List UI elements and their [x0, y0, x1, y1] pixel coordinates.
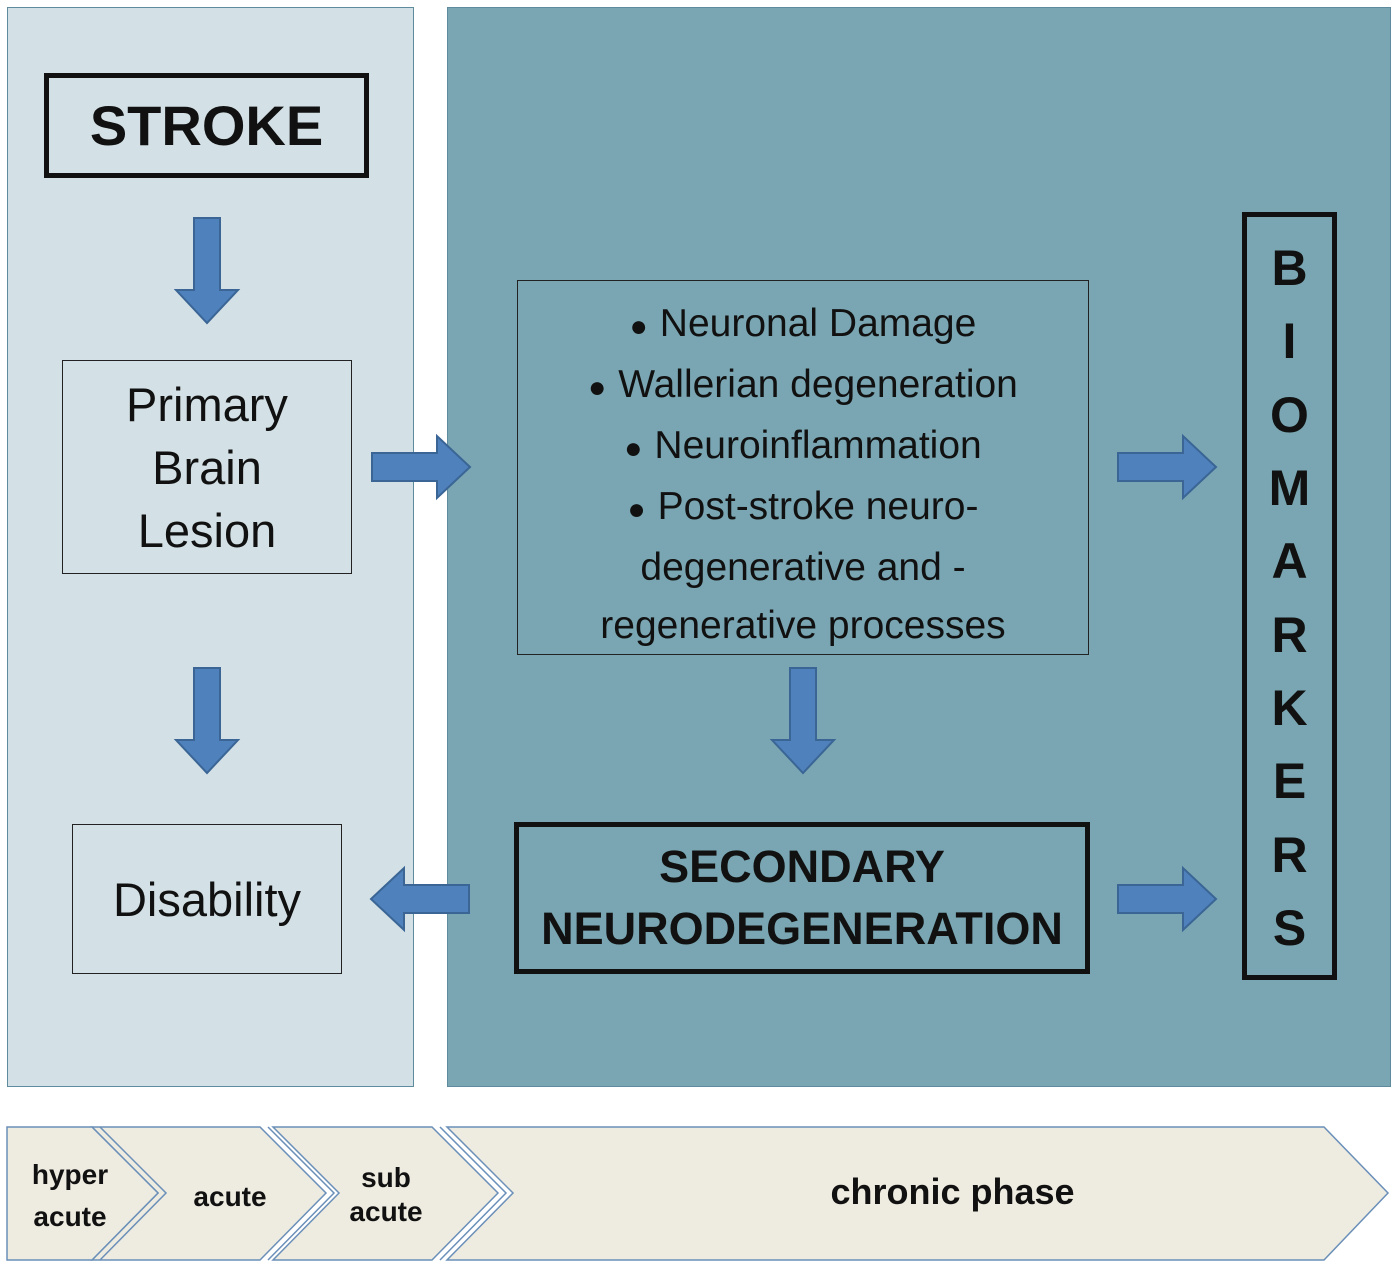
secondary-line: NEURODEGENERATION [541, 903, 1063, 954]
disability-label: Disability [112, 872, 302, 926]
arrow-secondary-to-disability [369, 865, 470, 933]
biomarkers-letter: R [1271, 606, 1308, 663]
arrow-lesion-to-processes [371, 433, 472, 501]
primary-brain-lesion-box: Primary Brain Lesion [62, 360, 352, 574]
biomarkers-letter: I [1282, 313, 1297, 370]
phase-label-acute: acute [193, 1181, 267, 1212]
arrow-lesion-to-disability [173, 667, 241, 775]
biomarkers-letter: A [1271, 533, 1308, 590]
arrow-processes-to-secondary [769, 667, 837, 775]
biomarkers-letter: K [1271, 679, 1308, 736]
process-item: ●Post-stroke neuro- [627, 485, 979, 528]
process-item: ●Neuroinflammation [624, 424, 982, 467]
arrow-processes-to-biomarkers [1117, 433, 1218, 501]
biomarkers-letter: B [1271, 240, 1308, 296]
biomarkers-letter: E [1272, 753, 1307, 810]
arrow-secondary-to-biomarkers [1117, 865, 1218, 933]
disability-box: Disability [72, 824, 342, 974]
biomarkers-letter: M [1268, 459, 1311, 516]
phase-label-chronic: chronic phase [830, 1171, 1075, 1212]
biomarkers-letter: O [1270, 386, 1309, 443]
lesion-line: Brain [152, 440, 262, 494]
process-item-continuation: degenerative and - [640, 546, 966, 589]
stroke-box: STROKE [44, 73, 369, 178]
late-phase-panel [447, 7, 1391, 1087]
phase-chevron-subacute [271, 1126, 500, 1261]
phase-label-subacute: sub acute [349, 1162, 423, 1227]
phase-chevron-hyperacute [6, 1126, 160, 1261]
biomarkers-box: B I O M A R K E R S [1242, 212, 1337, 980]
processes-box: ●Neuronal Damage ●Wallerian degeneration… [517, 280, 1089, 655]
phase-chevron-chronic [445, 1126, 1390, 1261]
process-item: ●Wallerian degeneration [588, 363, 1018, 406]
stroke-label: STROKE [89, 94, 324, 157]
secondary-neurodegeneration-box: SECONDARY NEURODEGENERATION [514, 822, 1090, 974]
biomarkers-letter: R [1271, 826, 1308, 883]
arrow-stroke-to-lesion [173, 217, 241, 325]
lesion-line: Primary [126, 377, 288, 431]
phase-label-hyperacute: hyper acute [31, 1159, 109, 1232]
lesion-line: Lesion [137, 503, 277, 557]
biomarkers-letter: S [1272, 899, 1307, 956]
secondary-line: SECONDARY [659, 841, 945, 892]
process-item-continuation: regenerative processes [600, 604, 1006, 647]
process-item: ●Neuronal Damage [629, 302, 977, 345]
